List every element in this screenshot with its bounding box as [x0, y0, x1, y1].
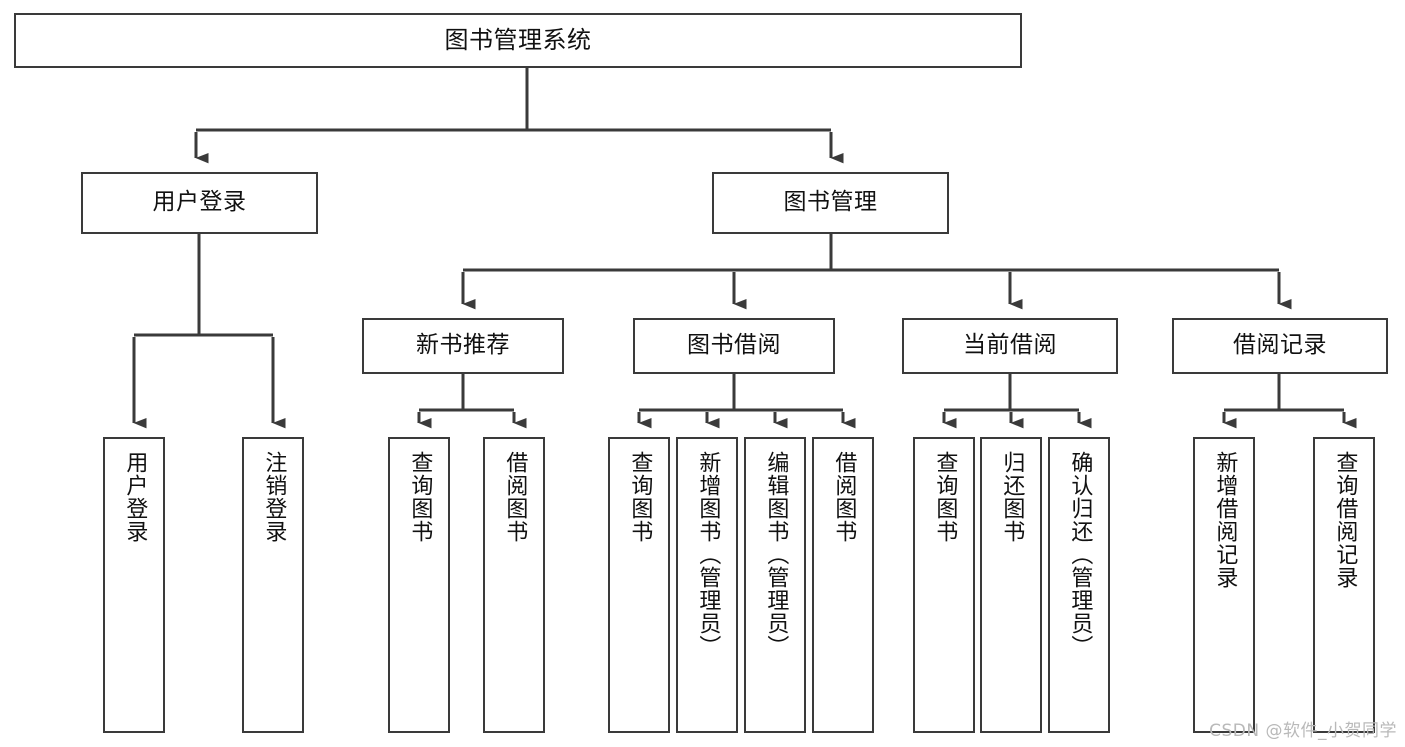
node-book-borrow[interactable]: 图书借阅 — [633, 318, 835, 374]
leaf-label: 新增借阅记录 — [1212, 451, 1238, 589]
node-book-management[interactable]: 图书管理 — [712, 172, 949, 234]
leaf-label: 归还图书 — [999, 451, 1025, 543]
watermark: CSDN @软件_小贺同学 — [1209, 721, 1397, 741]
leaf-logout[interactable]: 注销登录 — [242, 437, 304, 733]
leaf-label: 查询图书 — [932, 451, 958, 543]
leaf-add-borrow-record[interactable]: 新增借阅记录 — [1193, 437, 1255, 733]
leaf-return-book[interactable]: 归还图书 — [980, 437, 1042, 733]
node-new-book-recommend[interactable]: 新书推荐 — [362, 318, 564, 374]
leaf-label: 用户登录 — [122, 451, 148, 543]
leaf-label: 注销登录 — [261, 451, 287, 543]
leaf-lend-book[interactable]: 借阅图书 — [812, 437, 874, 733]
leaf-label: 借阅图书 — [502, 451, 528, 543]
leaf-label: 查询图书 — [407, 451, 433, 543]
node-user-login[interactable]: 用户登录 — [81, 172, 318, 234]
leaf-query-book-current[interactable]: 查询图书 — [913, 437, 975, 733]
node-root-system[interactable]: 图书管理系统 — [14, 13, 1022, 68]
leaf-label: 查询图书 — [627, 451, 653, 543]
node-borrow-record[interactable]: 借阅记录 — [1172, 318, 1388, 374]
leaf-user-login[interactable]: 用户登录 — [103, 437, 165, 733]
leaf-label: 新增图书（管理员） — [695, 451, 721, 658]
node-current-borrow[interactable]: 当前借阅 — [902, 318, 1118, 374]
leaf-edit-book-admin[interactable]: 编辑图书（管理员） — [744, 437, 806, 733]
leaf-label: 确认归还（管理员） — [1067, 451, 1093, 658]
leaf-query-borrow-record[interactable]: 查询借阅记录 — [1313, 437, 1375, 733]
leaf-add-book-admin[interactable]: 新增图书（管理员） — [676, 437, 738, 733]
leaf-label: 编辑图书（管理员） — [763, 451, 789, 658]
leaf-confirm-return-admin[interactable]: 确认归还（管理员） — [1048, 437, 1110, 733]
leaf-label: 借阅图书 — [831, 451, 857, 543]
leaf-label: 查询借阅记录 — [1332, 451, 1358, 589]
leaf-query-book-borrow[interactable]: 查询图书 — [608, 437, 670, 733]
leaf-borrow-book-new[interactable]: 借阅图书 — [483, 437, 545, 733]
leaf-query-book-new[interactable]: 查询图书 — [388, 437, 450, 733]
